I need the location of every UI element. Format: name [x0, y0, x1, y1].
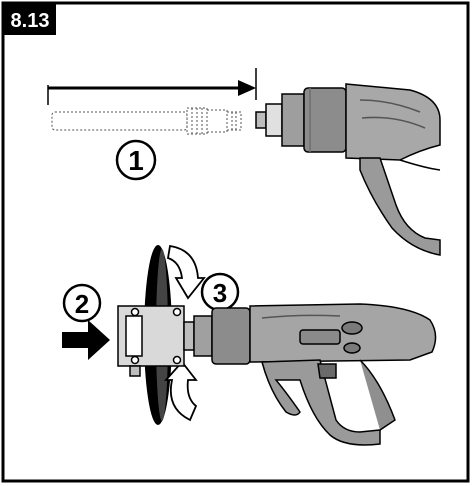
barrel-adapter — [117, 305, 185, 377]
figure-number-tab: 8.13 — [3, 3, 56, 35]
removed-barrel-outline — [51, 107, 242, 135]
step-3-badge: 3 — [200, 272, 240, 312]
step-2-badge: 2 — [62, 283, 102, 323]
step-1-label: 1 — [128, 145, 144, 176]
nail-gun-top — [255, 83, 441, 256]
step-3-label: 3 — [213, 278, 227, 308]
nail-gun-bottom — [183, 303, 437, 446]
step-2-label: 2 — [75, 289, 89, 319]
step-1-badge: 1 — [115, 139, 157, 181]
rotate-arrows-icon — [163, 244, 206, 422]
figure-number: 8.13 — [11, 10, 50, 32]
remove-barrel-arrow-icon — [47, 68, 257, 105]
push-arrow-icon — [62, 320, 110, 360]
